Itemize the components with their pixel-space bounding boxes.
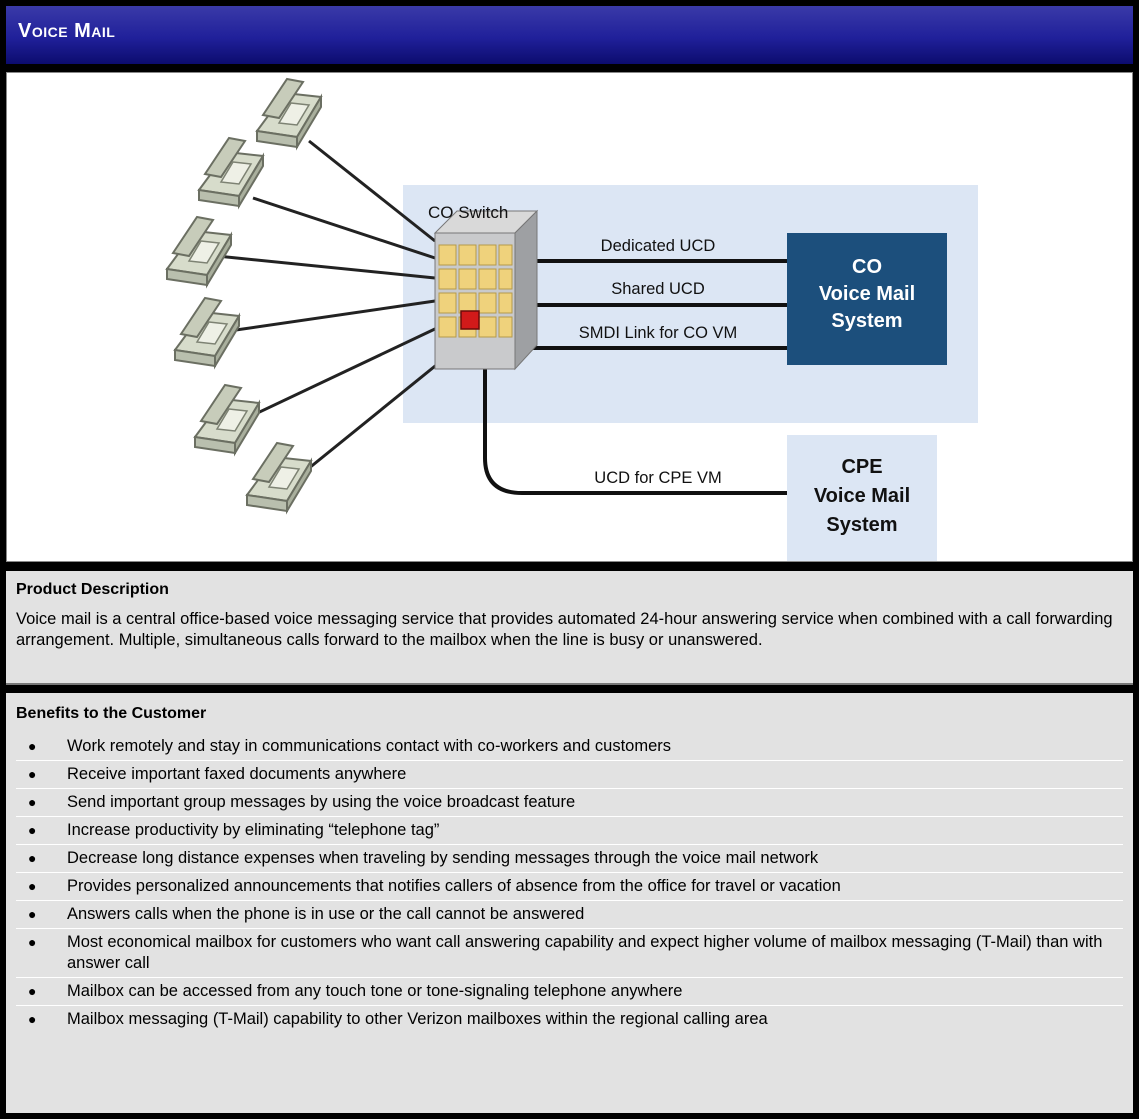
list-item: ● Most economical mailbox for customers w… [16, 928, 1123, 977]
bullet-icon: ● [28, 822, 37, 838]
list-item: ● Mailbox messaging (T-Mail) capability t… [16, 1005, 1123, 1033]
list-item: ● Increase productivity by eliminating “t… [16, 816, 1123, 844]
link-label: SMDI Link for CO VM [579, 324, 738, 342]
benefit-text: Most economical mailbox for customers wh… [67, 933, 1103, 972]
list-item: ● Answers calls when the phone is in use … [16, 900, 1123, 928]
list-item: ● Mailbox can be accessed from any touch … [16, 977, 1123, 1005]
link-label: Dedicated UCD [601, 237, 716, 255]
benefit-text: Send important group messages by using t… [67, 793, 576, 811]
benefits-title: Benefits to the Customer [16, 705, 207, 722]
co-system-label: Voice Mail [819, 283, 915, 305]
list-item: ● Receive important faxed documents anywh… [16, 760, 1123, 788]
list-item: ● Work remotely and stay in communication… [16, 733, 1123, 760]
cpe-system-label: Voice Mail [814, 485, 910, 507]
list-item: ● Send important group messages by using … [16, 788, 1123, 816]
cpe-system-label: System [826, 514, 897, 536]
bullet-icon: ● [28, 794, 37, 810]
benefits-section: Benefits to the Customer ● Work remotely … [6, 693, 1133, 1113]
bullet-icon: ● [28, 766, 37, 782]
benefit-text: Answers calls when the phone is in use o… [67, 905, 585, 923]
telephone-icon [174, 297, 240, 367]
product-description-text: Voice mail is a central office-based voi… [16, 610, 1113, 649]
bullet-icon: ● [28, 850, 37, 866]
bullet-icon: ● [28, 983, 37, 999]
diagram-panel: CO Switch Dedicated UCD Shared UCD SMDI … [6, 72, 1133, 562]
telephone-icon [256, 78, 322, 148]
co-system-label: CO [852, 256, 882, 278]
phone-cables [216, 139, 446, 475]
trunk-lines [483, 259, 787, 495]
benefit-text: Receive important faxed documents anywhe… [67, 765, 407, 783]
telephone-icon [166, 216, 232, 286]
telephone-icon [198, 137, 264, 207]
link-label: Shared UCD [611, 280, 705, 298]
bullet-icon: ● [28, 1011, 37, 1027]
link-label: UCD for CPE VM [594, 469, 721, 487]
telephone-icon [246, 442, 312, 512]
bullet-icon: ● [28, 934, 37, 950]
benefit-text: Mailbox can be accessed from any touch t… [67, 982, 683, 1000]
co-switch [433, 209, 539, 371]
bullet-icon: ● [28, 878, 37, 894]
benefit-text: Mailbox messaging (T-Mail) capability to… [67, 1010, 768, 1028]
cpe-system-label: CPE [841, 456, 882, 478]
co-system-label: System [831, 310, 902, 332]
co-switch-label: CO Switch [428, 203, 508, 222]
bullet-icon: ● [28, 738, 37, 754]
section-header: Voice Mail [6, 6, 1133, 67]
voice-mail-diagram: CO Switch Dedicated UCD Shared UCD SMDI … [166, 78, 978, 561]
list-item: ● Decrease long distance expenses when tr… [16, 844, 1123, 872]
product-description-section: Product Description Voice mail is a cent… [6, 571, 1133, 685]
product-description-title: Product Description [16, 581, 169, 598]
telephone-icon [194, 384, 260, 454]
bullet-icon: ● [28, 906, 37, 922]
benefit-text: Increase productivity by eliminating “te… [67, 821, 440, 839]
benefit-text: Decrease long distance expenses when tra… [67, 849, 819, 867]
cpe-voice-mail-system-box [787, 435, 937, 561]
active-port [460, 310, 480, 330]
list-item: ● Provides personalized announcements tha… [16, 872, 1123, 900]
page-title: Voice Mail [18, 20, 116, 42]
benefit-text: Provides personalized announcements that… [67, 877, 841, 895]
benefits-list: ● Work remotely and stay in communication… [16, 733, 1123, 1033]
benefit-text: Work remotely and stay in communications… [67, 737, 672, 755]
co-voice-mail-system-box [787, 233, 947, 365]
